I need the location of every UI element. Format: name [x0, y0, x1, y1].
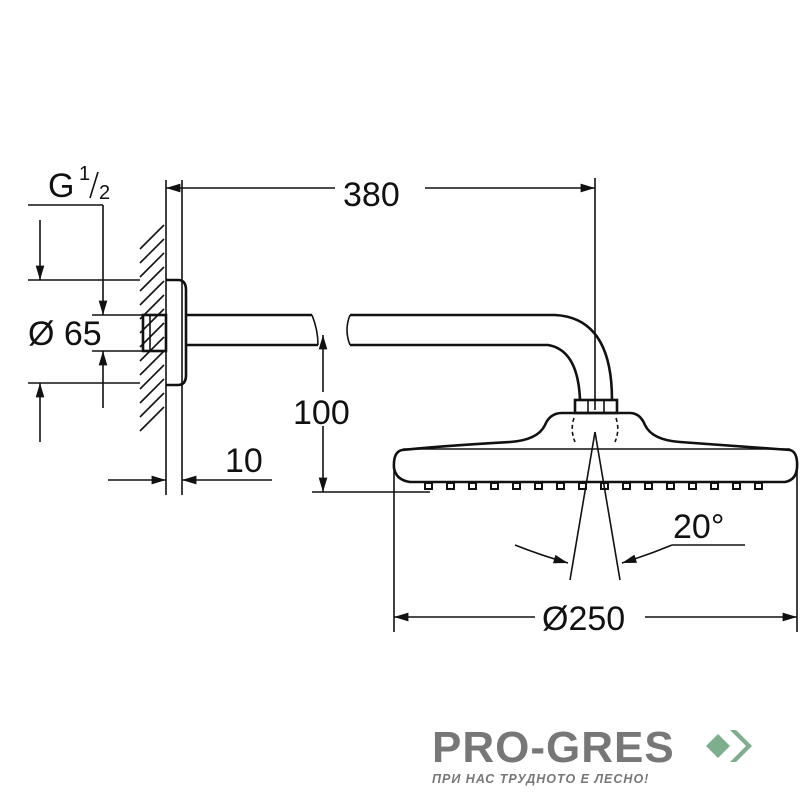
shower-arm	[186, 313, 619, 415]
thread-numerator: 1	[79, 163, 90, 185]
nozzle	[644, 482, 653, 490]
nozzle	[446, 482, 455, 490]
arm-length-dimension: 380	[166, 172, 596, 410]
wall-hatch-line	[139, 224, 165, 250]
wall	[139, 180, 167, 495]
spray-angle-dimension: 20°	[514, 431, 745, 581]
wall-hatch-line	[139, 406, 165, 432]
wall-hatch-line	[139, 336, 165, 362]
wall-hatch-line	[139, 266, 165, 292]
flange-depth-dimension: 10	[108, 180, 272, 495]
nozzle	[754, 482, 763, 490]
logo-name: PRO-GRES	[432, 723, 675, 772]
nozzle	[490, 482, 499, 490]
nozzle	[534, 482, 543, 490]
brand-logo: PRO-GRES ПРИ НАС ТРУДНОТО Е ЛЕСНО!	[432, 726, 792, 786]
nozzle	[688, 482, 697, 490]
thread-fraction-slash	[89, 171, 99, 199]
wall-hatch-line	[139, 392, 165, 418]
spray-angle-label: 20°	[673, 508, 724, 546]
wall-hatch-line	[139, 252, 165, 278]
nozzle	[710, 482, 719, 490]
nozzle	[556, 482, 565, 490]
nozzle	[424, 482, 433, 490]
drop-height-label: 100	[293, 394, 350, 432]
nozzle	[512, 482, 521, 490]
drop-height-dimension: 100	[290, 335, 430, 493]
nozzle	[666, 482, 675, 490]
thread-dimension: G 1 2	[28, 163, 142, 408]
shower-head	[392, 411, 799, 490]
head-diameter-label: Ø250	[542, 600, 625, 638]
flange-diameter-label: Ø 65	[28, 315, 102, 353]
logo-diamond-arrow-icon	[706, 730, 752, 762]
nozzle	[732, 482, 741, 490]
wall-hatch-line	[139, 280, 165, 306]
flange-diameter-dimension: Ø 65	[28, 220, 140, 442]
thread-label: G	[48, 167, 74, 205]
arm-length-label: 380	[343, 176, 400, 214]
head-diameter-dimension: Ø250	[393, 470, 798, 638]
wall-hatch-line	[139, 378, 165, 404]
flange-depth-label: 10	[225, 442, 263, 480]
thread-denominator: 2	[99, 182, 110, 204]
wall-hatch-line	[139, 238, 165, 264]
nozzle	[468, 482, 477, 490]
nozzle	[622, 482, 631, 490]
wall-hatch-line	[139, 350, 165, 376]
wall-hatch-line	[139, 364, 165, 390]
logo-tagline: ПРИ НАС ТРУДНОТО Е ЛЕСНО!	[432, 772, 650, 786]
